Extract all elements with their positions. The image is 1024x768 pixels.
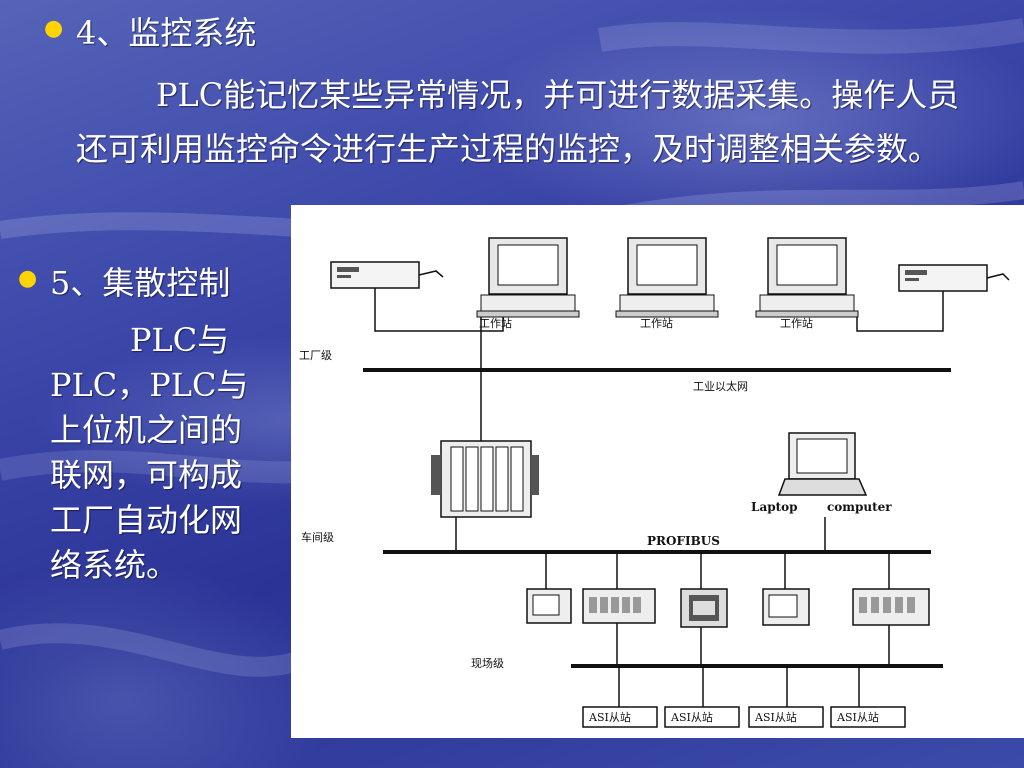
asi-station-label-2: ASI从站 <box>670 710 713 724</box>
level-label-workshop: 车间级 <box>301 530 334 544</box>
printer-icon-left <box>330 261 444 289</box>
paragraph-monitoring: PLC能记忆某些异常情况，并可进行数据采集。操作人员还可利用监控命令进行生产过程… <box>76 76 960 168</box>
field-device-icon-1 <box>526 588 572 624</box>
asi-station-label-4: ASI从站 <box>836 710 879 724</box>
field-device-icon-5 <box>852 588 930 626</box>
heading-distributed-control: 5、集散控制 <box>50 264 231 302</box>
bullet-icon: ● <box>18 266 38 291</box>
workstation-icon-3 <box>755 237 859 318</box>
level-label-field: 现场级 <box>471 656 504 670</box>
workstation-label-1: 工作站 <box>479 316 512 330</box>
laptop-label-right: computer <box>827 500 892 514</box>
printer-icon-right <box>898 264 1010 292</box>
workstation-label-3: 工作站 <box>780 316 813 330</box>
ethernet-label: 工业以太网 <box>693 380 748 393</box>
bullet-icon: ● <box>44 16 64 41</box>
asi-station-box-3 <box>748 706 824 728</box>
laptop-label-left: Laptop <box>751 500 798 514</box>
level-label-factory: 工厂级 <box>299 349 332 362</box>
workstation-label-2: 工作站 <box>640 316 673 330</box>
asi-station-box-2 <box>664 706 740 728</box>
field-device-icon-2 <box>582 588 656 624</box>
workstation-icon-1 <box>476 237 580 318</box>
asi-station-label-1: ASI从站 <box>588 710 631 724</box>
asi-station-label-3: ASI从站 <box>754 710 797 724</box>
asi-station-box-1 <box>582 706 658 728</box>
asi-station-box-4 <box>830 706 906 728</box>
profibus-label: PROFIBUS <box>647 534 720 548</box>
field-device-icon-3 <box>680 588 728 628</box>
plc-rack-icon <box>431 440 539 518</box>
field-device-icon-4 <box>762 588 810 626</box>
workstation-icon-2 <box>615 237 719 318</box>
network-diagram: 工作站 工作站 工作站 工厂级 工业以太网 Laptop computer <box>291 205 1024 738</box>
paragraph-distributed-control: PLC与PLC，PLC与上位机之间的联网，可构成工厂自动化网络系统。 <box>50 321 249 584</box>
laptop-icon <box>777 432 868 496</box>
heading-monitoring: 4、监控系统 <box>76 14 257 52</box>
